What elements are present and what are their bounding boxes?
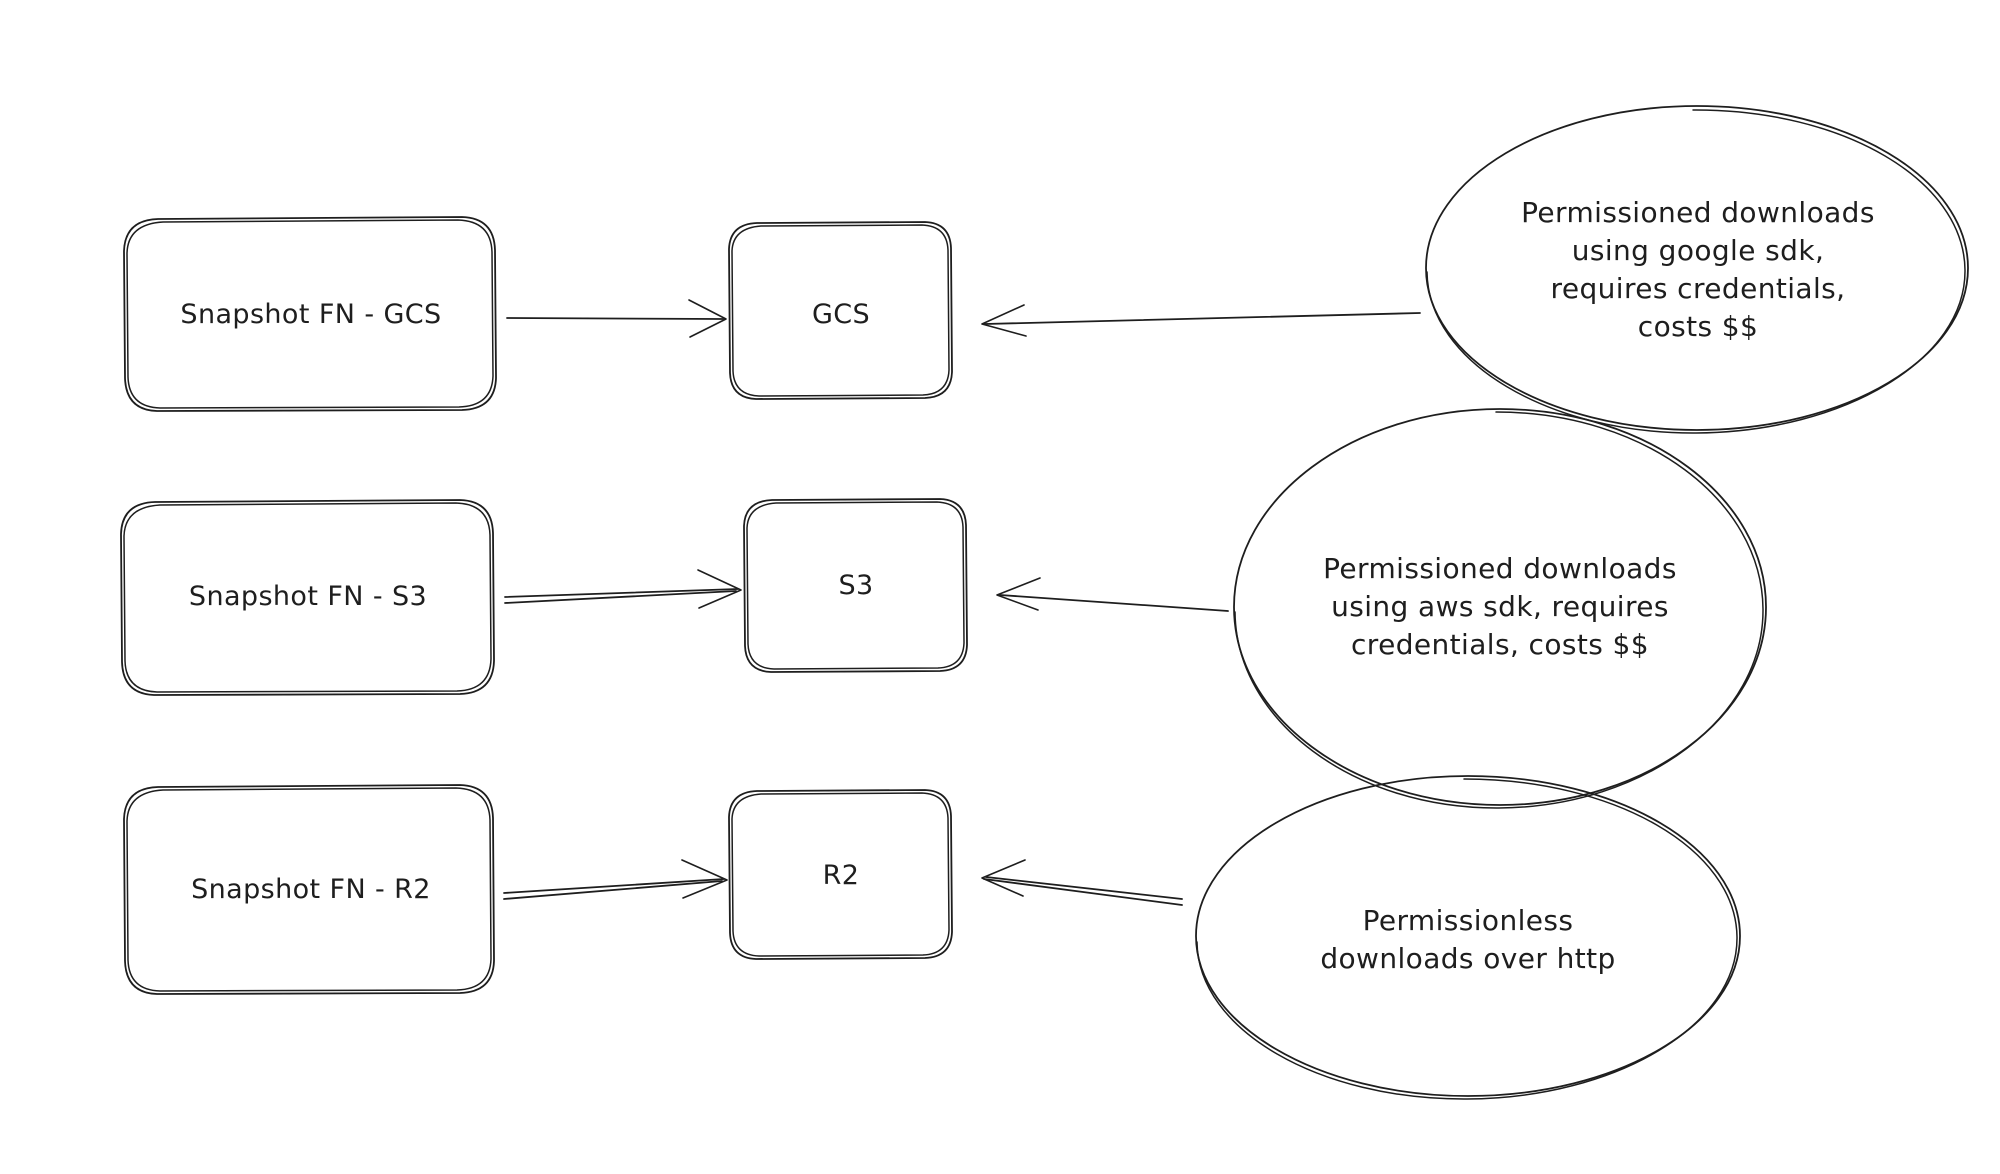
node-snapshot-fn-r2[interactable] — [123, 784, 495, 995]
arrow-note-http-to-r2 — [981, 859, 1183, 906]
node-gcs[interactable] — [728, 221, 953, 400]
arrow-snapshot-s3-to-s3 — [504, 569, 742, 609]
node-r2[interactable] — [728, 789, 953, 960]
arrow-snapshot-gcs-to-gcs — [506, 299, 727, 338]
node-note-aws[interactable] — [1233, 408, 1767, 809]
node-s3[interactable] — [743, 498, 968, 673]
node-snapshot-fn-s3[interactable] — [120, 499, 495, 696]
node-snapshot-fn-gcs[interactable] — [123, 216, 497, 412]
arrow-note-google-to-gcs — [981, 304, 1421, 337]
arrow-snapshot-r2-to-r2 — [503, 859, 728, 900]
node-note-http[interactable] — [1195, 775, 1741, 1100]
node-note-google[interactable] — [1425, 105, 1969, 434]
arrow-note-aws-to-s3 — [996, 577, 1229, 612]
